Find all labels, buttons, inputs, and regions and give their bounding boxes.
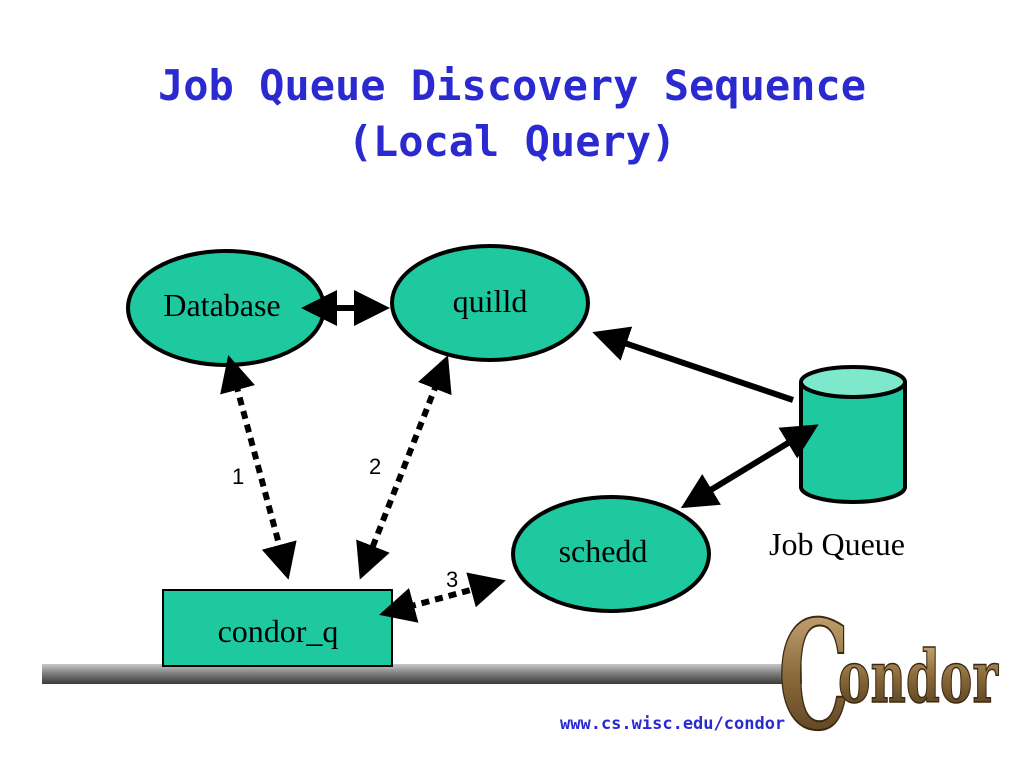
quilld-label: quilld bbox=[453, 283, 528, 319]
logo-ondor: ondor bbox=[838, 634, 999, 719]
jobqueue-to-quilld-arrow bbox=[592, 326, 794, 403]
job-queue-cylinder bbox=[799, 365, 907, 504]
step3-arrow bbox=[379, 572, 506, 623]
logo-c: C bbox=[778, 588, 850, 764]
step2-label: 2 bbox=[369, 454, 381, 479]
step1-label: 1 bbox=[232, 464, 244, 489]
condor-logo: C ondor bbox=[777, 587, 999, 765]
schedd-label: schedd bbox=[559, 533, 648, 569]
database-label: Database bbox=[163, 287, 280, 323]
footer-url[interactable]: www.cs.wisc.edu/condor bbox=[560, 714, 786, 734]
database-node: Database bbox=[126, 249, 326, 367]
jobqueue-schedd-arrow bbox=[680, 424, 819, 509]
footer-bar bbox=[42, 664, 802, 684]
job-queue-caption: Job Queue bbox=[769, 526, 905, 562]
step2-arrow bbox=[356, 355, 452, 580]
step1-arrow bbox=[220, 355, 297, 580]
schedd-node: schedd bbox=[511, 495, 711, 613]
slide-title: Job Queue Discovery Sequence (Local Quer… bbox=[0, 58, 1024, 170]
step3-label: 3 bbox=[446, 567, 458, 592]
quilld-node: quilld bbox=[390, 244, 590, 362]
title-line-1: Job Queue Discovery Sequence bbox=[157, 61, 866, 110]
condor-q-label: condor_q bbox=[218, 613, 339, 649]
condor-q-node: condor_q bbox=[162, 589, 393, 667]
title-line-2: (Local Query) bbox=[347, 117, 677, 166]
